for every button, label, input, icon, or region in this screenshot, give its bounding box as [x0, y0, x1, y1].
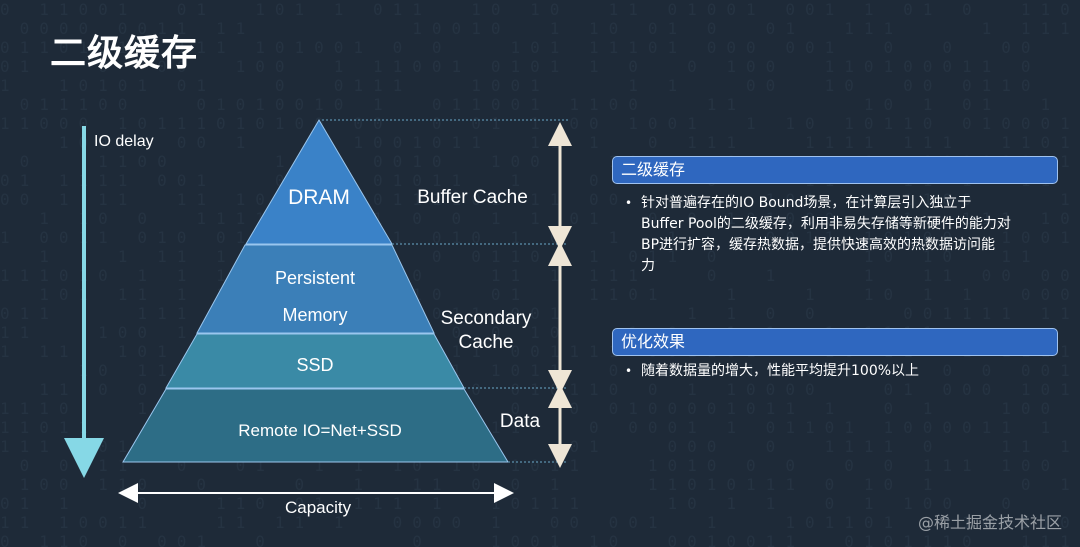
watermark: @稀土掘金技术社区: [917, 513, 1062, 532]
panel-bullet-optimization: • 随着数据量的增大，性能平均提升100%以上: [625, 361, 1055, 385]
panel-header-optimization: 优化效果: [612, 328, 1058, 356]
bullet-dot-icon: •: [625, 364, 633, 378]
page-title: 二级缓存: [50, 33, 199, 74]
bullet-line: BP进行扩容，缓存热数据，提供快速高效的热数据访问能: [641, 237, 996, 253]
capacity-label: Capacity: [285, 498, 352, 517]
tier-label-memory: Memory: [282, 305, 348, 325]
tier-label-dram: DRAM: [288, 186, 350, 209]
tier-label-persistent: Persistent: [274, 268, 356, 288]
bullet-line: 针对普遍存在的IO Bound场景，在计算层引入独立于: [641, 195, 972, 211]
tier-persistent-memory: [196, 244, 435, 334]
bullet-dot-icon: •: [625, 196, 633, 210]
tier-label-remote: Remote IO=Net+SSD: [238, 421, 402, 440]
group-label-buffer-cache: Buffer Cache: [417, 187, 528, 208]
panel-bullet-secondary-cache: • 针对普遍存在的IO Bound场景，在计算层引入独立于 Buffer Poo…: [625, 193, 1055, 277]
group-label-cache: Cache: [458, 332, 514, 353]
bullet-line: 力: [641, 258, 655, 274]
bullet-line: Buffer Pool的二级缓存，利用非易失存储等新硬件的能力对: [641, 216, 1011, 232]
tier-label-ssd: SSD: [296, 355, 334, 375]
tier-dram: [245, 119, 393, 245]
bullet-line: 随着数据量的增大，性能平均提升100%以上: [641, 363, 920, 379]
group-label-data: Data: [499, 411, 541, 432]
io-delay-label: IO delay: [94, 133, 154, 150]
panel-header-secondary-cache: 二级缓存: [612, 156, 1058, 184]
group-label-secondary: Secondary: [440, 308, 532, 329]
